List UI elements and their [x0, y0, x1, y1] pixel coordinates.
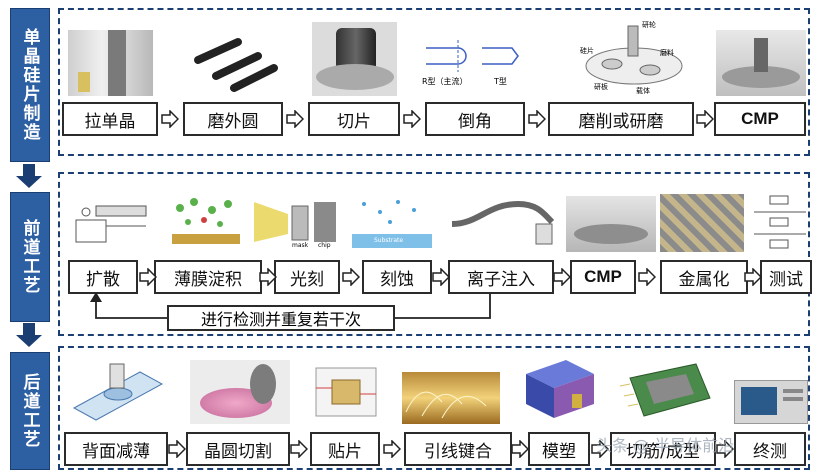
step-trim-form: 切筋/成型	[610, 432, 716, 466]
loop-right-line	[394, 294, 491, 319]
thin-film-diagram	[168, 194, 244, 250]
step-back-thinning: 背面减薄	[64, 432, 168, 466]
arrow-right-icon	[290, 440, 308, 458]
arrow-right-icon	[638, 268, 656, 286]
arrow-right-icon	[403, 110, 421, 128]
arrow-right-icon	[342, 268, 360, 286]
step-diffusion: 扩散	[68, 260, 138, 294]
down-arrow-icon	[16, 164, 42, 188]
step-wire-bonding: 引线键合	[404, 432, 512, 466]
mask-label: mask	[292, 242, 309, 249]
chamfer-diagram: R型（主流） T型	[420, 36, 530, 92]
wafer-slicing-photo	[312, 22, 397, 96]
front-end-frame	[58, 172, 810, 336]
arrow-right-icon	[696, 110, 714, 128]
phase-label-front-end: 前道工艺	[10, 192, 50, 322]
arrow-right-icon	[528, 110, 546, 128]
etching-diagram: Substrate	[350, 194, 434, 250]
cmp-machine-photo	[716, 30, 806, 96]
grinding-label: 硅片	[580, 47, 594, 55]
final-test-instrument-photo	[734, 380, 808, 424]
watermark: 头条 @ 半导体前沿	[596, 436, 735, 455]
back-thinning-diagram	[70, 358, 166, 424]
arrow-right-icon	[259, 268, 277, 286]
arrow-right-icon	[432, 268, 450, 286]
grinding-label: 载体	[636, 87, 650, 95]
testing-diagram	[750, 192, 810, 252]
trim-form-chip-photo	[616, 358, 716, 424]
grinding-label: 研板	[594, 83, 608, 91]
step-lithography: 光刻	[274, 260, 340, 294]
arrow-right-icon	[161, 110, 179, 128]
cmp-front-photo	[566, 196, 656, 252]
step-etching: 刻蚀	[362, 260, 432, 294]
step-testing: 测试	[760, 260, 812, 294]
arrow-right-icon	[744, 268, 762, 286]
arrow-right-icon	[168, 440, 186, 458]
substrate-label: Substrate	[374, 237, 404, 244]
step-metallization: 金属化	[660, 260, 748, 294]
wafer-dicing-photo	[190, 360, 290, 424]
ground-ingots-photo	[190, 36, 280, 92]
arrow-right-icon	[511, 440, 529, 458]
loop-label: 进行检测并重复若干次	[167, 305, 395, 331]
wafer-manufacturing-frame	[58, 8, 810, 156]
step-final-test: 终测	[734, 432, 806, 466]
down-arrow-icon	[16, 323, 42, 347]
arrow-right-icon	[553, 268, 571, 286]
arrow-right-icon	[286, 110, 304, 128]
grinding-diagram: 研轮 硅片 磨料 研板 载体	[576, 18, 686, 96]
grinding-label: 磨料	[660, 49, 674, 57]
step-thin-film: 薄膜淀积	[154, 260, 262, 294]
grinding-label: 研轮	[642, 21, 656, 29]
step-cmp-wafer: CMP	[714, 102, 806, 136]
step-ion-implant: 离子注入	[448, 260, 554, 294]
step-cmp-front: CMP	[570, 260, 636, 294]
chip-label: chip	[318, 242, 331, 249]
step-chamfering: 倒角	[425, 102, 525, 136]
back-end-frame	[58, 346, 810, 470]
step-molding: 模塑	[528, 432, 590, 466]
die-attach-diagram	[310, 358, 384, 424]
ion-implant-diagram	[448, 194, 558, 250]
wire-bonding-photo	[402, 372, 500, 424]
crystal-puller-photo	[68, 30, 153, 96]
step-wafer-dicing: 晶圆切割	[186, 432, 290, 466]
loop-back-arrow-icon	[90, 292, 168, 319]
arrow-right-icon	[383, 440, 401, 458]
step-die-attach: 贴片	[310, 432, 380, 466]
phase-label-back-end: 后道工艺	[10, 352, 50, 470]
molding-machine-diagram	[516, 354, 600, 424]
lithography-diagram: mask chip	[248, 194, 340, 250]
arrow-right-icon	[716, 440, 734, 458]
metallization-photo	[660, 194, 744, 252]
phase-label-wafer: 单晶硅片制造	[10, 8, 50, 162]
step-slicing: 切片	[308, 102, 400, 136]
diffusion-diagram	[66, 196, 152, 252]
step-pull-crystal: 拉单晶	[62, 102, 158, 136]
arrow-right-icon	[139, 268, 157, 286]
arrow-right-icon	[591, 440, 609, 458]
step-outer-grinding: 磨外圆	[183, 102, 283, 136]
step-lapping: 磨削或研磨	[548, 102, 694, 136]
